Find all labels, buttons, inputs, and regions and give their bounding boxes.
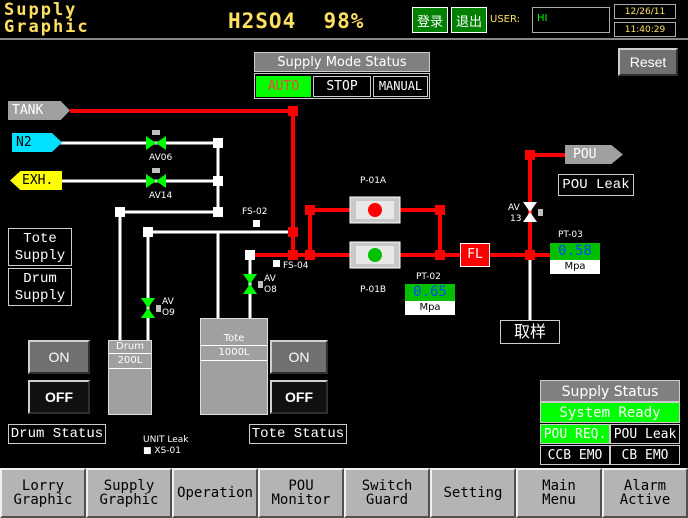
login-button[interactable]: 登录 [412,7,448,33]
av08-label-a: AV [264,274,276,284]
sample-button[interactable]: 取样 [500,320,560,344]
p01b-label: P-01B [360,285,387,295]
mode-auto-button[interactable]: AUTO [256,76,311,97]
pou-arrow: POU [565,145,623,164]
time-display: 11:40:29 [614,22,676,37]
unit-leak-sensor: ■ XS-01 [143,446,181,456]
av13-valve-icon [523,202,543,222]
n2-source-arrow: N2 [12,133,62,152]
tote-tank-volume: 1000L [201,346,267,361]
pt02-unit: Mpa [405,301,455,315]
nav-pou-monitor[interactable]: POU Monitor [258,468,344,518]
av14-valve-icon [146,168,166,188]
pou-leak-indicator: POU Leak [558,174,634,196]
tote-tank-name: Tote [201,333,267,346]
level-value: 98% [323,9,365,33]
drum-tank: Drum 200L [108,340,152,415]
date-display: 12/26/11 [614,4,676,19]
pt03-unit: Mpa [550,260,600,274]
pt02-label: PT-02 [416,272,441,282]
av08-valve-icon [243,274,263,294]
unit-leak-title: UNIT Leak [143,435,189,445]
user-value: HI [532,7,610,33]
av13-label-a: AV [508,203,520,213]
cb-emo-status: CB EMO [610,445,680,465]
fs02-label: FS-02 [242,207,268,217]
supply-status-title: Supply Status [540,380,680,402]
tote-on-button[interactable]: ON [270,340,328,374]
tote-off-button[interactable]: OFF [270,380,328,414]
fs04-label: FS-04 [283,261,309,271]
supply-mode-title: Supply Mode Status [254,52,430,72]
chemical-name: H2SO4 [228,9,297,33]
drum-off-button[interactable]: OFF [28,380,90,414]
av06-label: AV06 [149,153,173,163]
nav-supply-graphic[interactable]: Supply Graphic [86,468,172,518]
av14-label: AV14 [149,191,173,201]
pou-req-indicator: POU REQ. [540,424,610,444]
pump-p01a-icon [349,196,401,224]
nav-lorry-graphic[interactable]: Lorry Graphic [0,468,86,518]
av06-valve-icon [146,130,166,150]
mode-manual-button[interactable]: MANUAL [373,76,428,97]
tote-status-label: Tote Status [249,424,347,444]
drum-supply-button[interactable]: Drum Supply [8,268,72,306]
nav-setting[interactable]: Setting [430,468,516,518]
user-label: USER: [490,14,520,25]
exh-source-arrow: EXH. [10,171,62,190]
tote-tank: Tote 1000L [200,318,268,415]
tank-source-arrow: TANK [8,101,70,120]
system-ready-indicator: System Ready [540,402,680,423]
mode-stop-button[interactable]: STOP [313,76,371,97]
pt03-label: PT-03 [558,230,583,240]
drum-tank-volume: 200L [109,354,151,369]
pt03-value: 0.58 [550,243,600,260]
nav-main-menu[interactable]: Main Menu [516,468,602,518]
logout-button[interactable]: 退出 [451,7,487,33]
nav-switch-guard[interactable]: Switch Guard [344,468,430,518]
pump-p01b-icon [349,241,401,269]
av09-valve-icon [141,298,161,318]
chemical-level: H2SO4 98% [228,9,364,33]
pt02-value: 0.65 [405,284,455,301]
drum-status-label: Drum Status [8,424,106,444]
drum-tank-name: Drum [109,341,151,354]
drum-on-button[interactable]: ON [28,340,90,374]
av08-label-b: O8 [264,285,277,295]
av09-label-b: O9 [162,308,175,318]
p01a-label: P-01A [360,176,387,186]
filter-fl[interactable]: FL [460,243,490,267]
reset-button[interactable]: Reset [618,48,678,76]
nav-operation[interactable]: Operation [172,468,258,518]
ccb-emo-status: CCB EMO [540,445,610,465]
tote-supply-button[interactable]: Tote Supply [8,228,72,266]
nav-alarm-active[interactable]: Alarm Active [602,468,688,518]
pou-leak-status: POU Leak [610,424,680,444]
av09-label-a: AV [162,297,174,307]
av13-label-b: 13 [510,214,522,224]
